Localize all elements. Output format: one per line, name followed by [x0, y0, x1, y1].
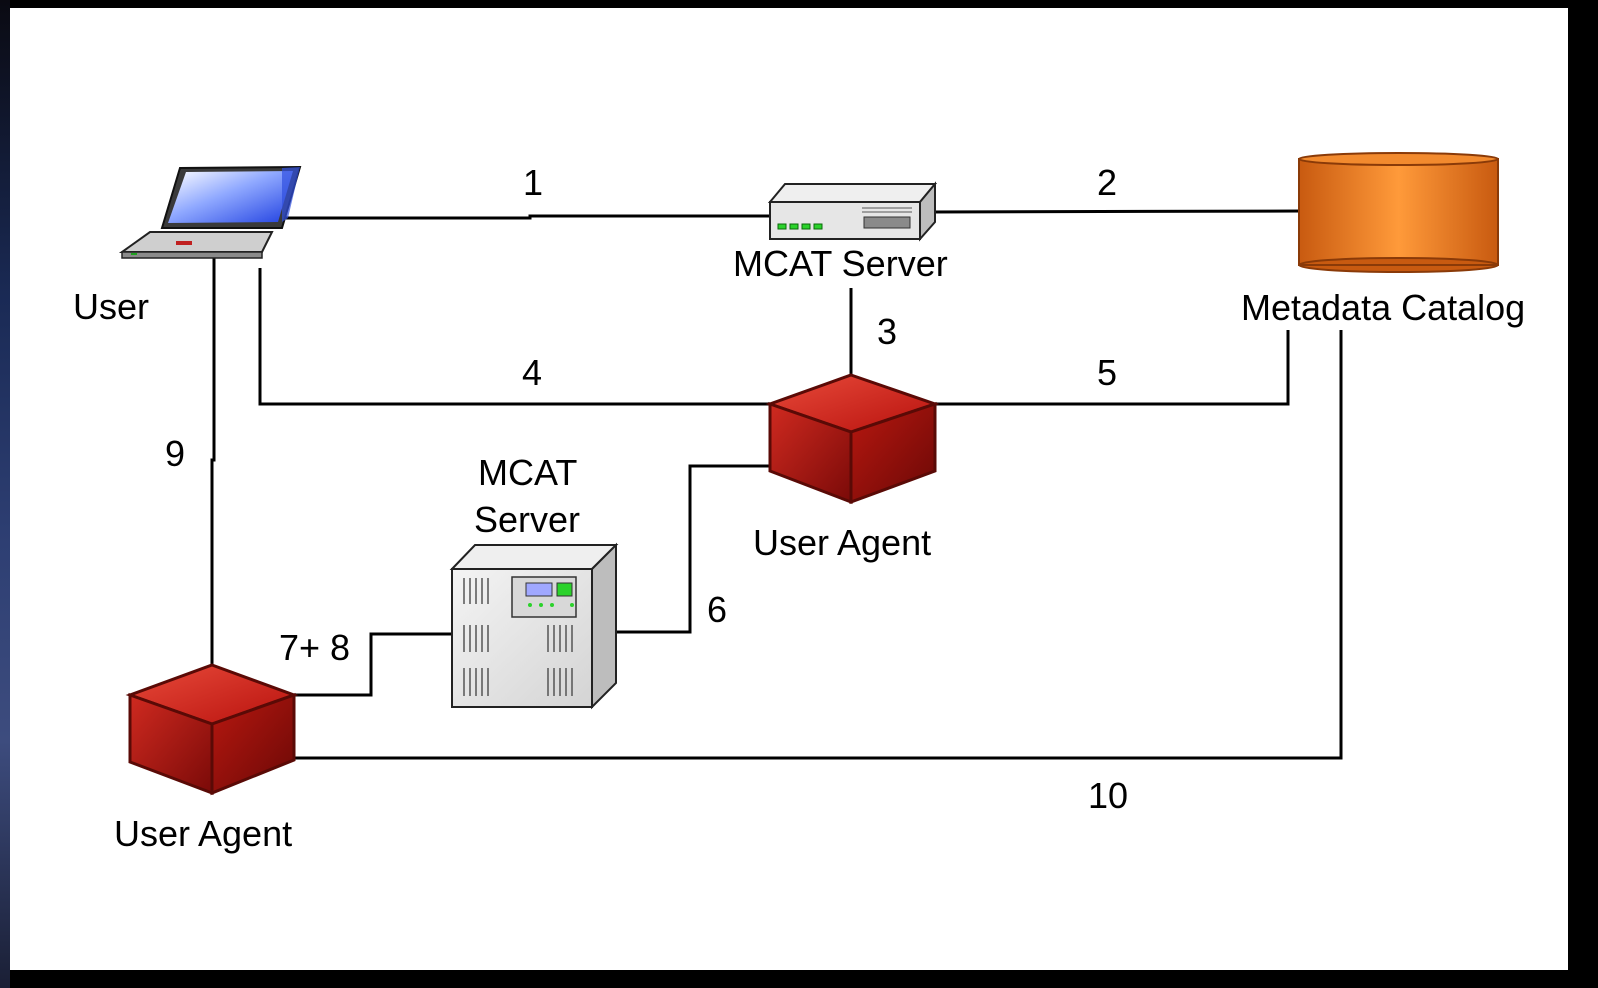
- laptop-icon: [118, 165, 302, 259]
- edge-9-label: 9: [165, 433, 185, 474]
- mcat-server-bottom-label-line2: Server: [474, 499, 580, 540]
- rack-server-icon: [767, 181, 938, 242]
- edge-5-line: [935, 330, 1290, 406]
- tower-server-icon: [449, 542, 619, 710]
- edge-6-label: 6: [707, 589, 727, 630]
- user-label: User: [73, 286, 149, 327]
- edge-9-line: [210, 258, 216, 668]
- edge-10-label: 10: [1088, 775, 1128, 816]
- edge-1-line: [282, 214, 770, 220]
- user-agent-mid-label: User Agent: [753, 522, 931, 563]
- cube-agent-icon: [765, 373, 940, 505]
- edge-6-line: [608, 464, 770, 634]
- edge-4-line: [258, 268, 770, 406]
- edge-78-line: [294, 632, 455, 697]
- cube-agent-icon: [125, 663, 299, 796]
- edge-4-label: 4: [522, 352, 542, 393]
- metadata-catalog-label: Metadata Catalog: [1241, 287, 1525, 328]
- edge-10-line: [294, 330, 1343, 760]
- edge-5-label: 5: [1097, 352, 1117, 393]
- database-cylinder-icon: [1298, 152, 1499, 273]
- edge-2-label: 2: [1097, 162, 1117, 203]
- mcat-server-top-label: MCAT Server: [733, 243, 948, 284]
- user-agent-bottom-label: User Agent: [114, 813, 292, 854]
- mcat-server-bottom-label-line1: MCAT: [478, 452, 577, 493]
- edge-3-label: 3: [877, 311, 897, 352]
- edge-2-line: [929, 209, 1303, 214]
- edge-78-label: 7+ 8: [279, 627, 350, 668]
- left-edge-strip: [0, 0, 10, 988]
- connections: [210, 209, 1343, 760]
- edge-1-label: 1: [523, 162, 543, 203]
